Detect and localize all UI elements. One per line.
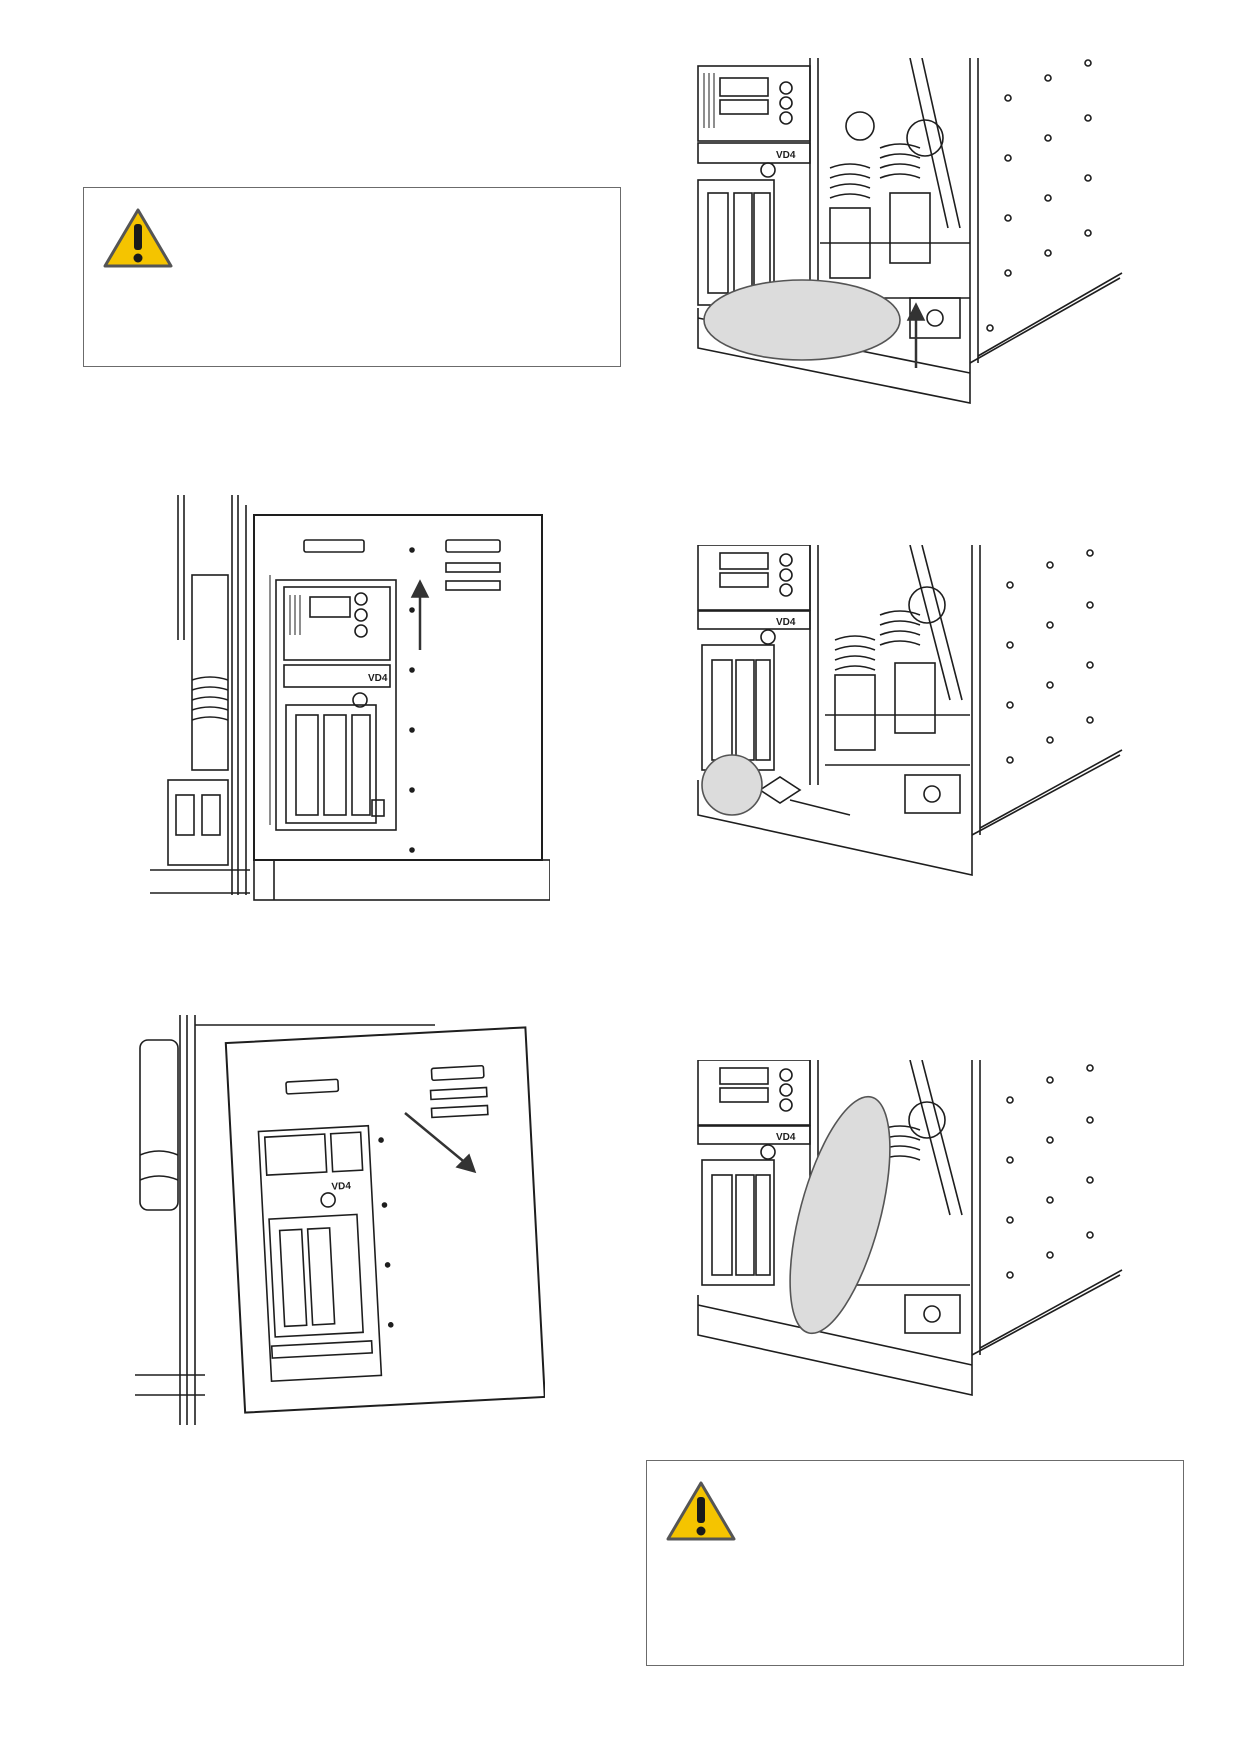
- vacuum-interrupters: [820, 58, 970, 299]
- background-structure: [150, 495, 250, 895]
- background-cabinet: [135, 1015, 435, 1425]
- front-panel-tilted: VD4: [224, 1026, 545, 1414]
- circuit-breaker-front: VD4: [697, 58, 819, 308]
- figure-panel-remove: VD4: [135, 1015, 545, 1440]
- cabinet-side-wall: [969, 58, 1123, 364]
- vacuum-interrupters: [825, 545, 970, 766]
- figure-corner-highlight: VD4: [690, 545, 1130, 880]
- ellipse-highlight: [703, 279, 901, 361]
- svg-text:VD4: VD4: [776, 617, 796, 628]
- svg-text:VD4: VD4: [776, 1132, 796, 1143]
- up-arrow-icon: [410, 579, 430, 650]
- ellipse-highlight: [789, 1095, 891, 1335]
- svg-text:VD4: VD4: [368, 673, 388, 684]
- cabinet-side-wall: [971, 1060, 1123, 1356]
- warning-triangle-icon: [665, 1479, 737, 1543]
- svg-text:VD4: VD4: [776, 150, 796, 161]
- cabinet-base: [697, 774, 973, 876]
- warning-triangle-icon: [102, 206, 174, 270]
- circuit-breaker-front: VD4: [697, 545, 819, 785]
- warning-box-top: [83, 187, 621, 367]
- warning-box-bottom: [646, 1460, 1184, 1666]
- up-arrow-icon: [906, 302, 926, 368]
- cabinet-base: [697, 1294, 973, 1396]
- diagonal-arrow-icon: [404, 1112, 477, 1174]
- svg-text:VD4: VD4: [331, 1181, 351, 1193]
- figure-panel-lift: VD4: [150, 495, 550, 910]
- cabinet-side-wall: [971, 545, 1123, 836]
- front-panel: VD4: [253, 514, 550, 901]
- figure-side-highlight: VD4: [690, 1060, 1130, 1400]
- figure-front-bottom-highlight: VD4: [690, 58, 1130, 413]
- circle-highlight: [701, 754, 763, 816]
